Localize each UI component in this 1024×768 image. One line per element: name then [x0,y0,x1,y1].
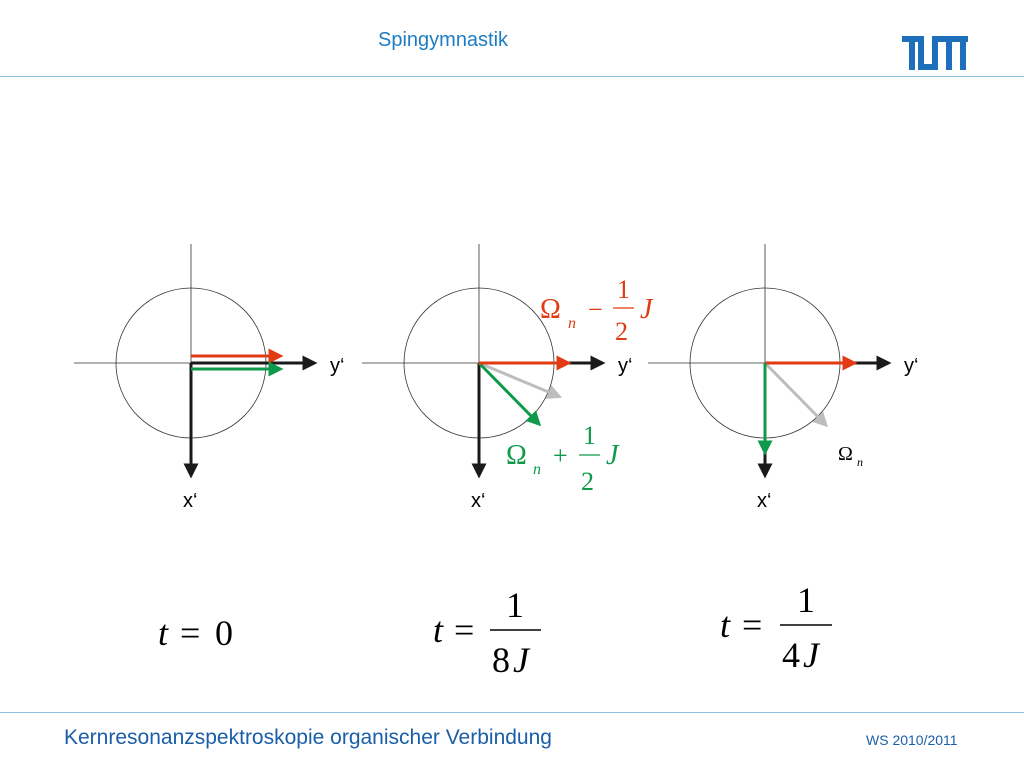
grey-vector [478,361,563,399]
fraction-denominator: 2 [581,467,594,496]
tum-logo-icon [902,36,968,70]
omega-symbol: Ω [838,443,853,465]
time-value: 0 [215,613,233,653]
y-axis-label: y‘ [904,355,918,377]
denominator-coefficient: 4 [782,635,800,675]
time-variable: t [433,610,444,650]
red-frequency-label: Ω n − 1 2 J [540,275,654,346]
grey-frequency-label: Ω n [838,443,863,469]
y-axis-label: y‘ [618,355,632,377]
green-frequency-label: Ω n + 1 2 J [506,421,620,496]
omega-subscript: n [568,315,576,332]
omega-subscript: n [533,461,541,478]
denominator-variable: J [803,635,821,675]
time-variable: t [720,605,731,645]
header-divider [0,76,1024,77]
operator: + [553,441,568,470]
omega-symbol: Ω [506,440,527,471]
omega-subscript: n [857,455,863,469]
x-axis-label: x‘ [757,490,771,512]
fraction-denominator: 2 [615,317,628,346]
denominator-coefficient: 8 [492,640,510,680]
time-variable: t [158,613,169,653]
grey-vector [763,361,829,428]
fraction-numerator: 1 [506,585,524,625]
footer-divider [0,712,1024,713]
equals-sign: = [742,605,762,645]
time-formula-2: t = 1 8 J [433,585,541,680]
equals-sign: = [180,613,200,653]
operator: − [588,295,603,324]
slide-title: Spingymnastik [378,29,509,51]
denominator-variable: J [513,640,531,680]
diagram-t-1-4J: y‘ x‘ Ω n [648,244,918,512]
y-axis-label: y‘ [330,355,344,377]
diagram-t-1-8J: y‘ x‘ Ω n − 1 2 J Ω n + 1 2 J [362,244,654,512]
fraction-numerator: 1 [583,421,596,450]
x-axis-label: x‘ [183,490,197,512]
omega-symbol: Ω [540,294,561,325]
time-formula-1: t = 0 [158,613,233,653]
equals-sign: = [454,610,474,650]
fraction-numerator: 1 [617,275,630,304]
footer-semester: WS 2010/2011 [866,732,958,748]
diagram-t0: y‘ x‘ [74,244,344,512]
green-vector [477,361,542,427]
time-formula-3: t = 1 4 J [720,580,832,675]
coupling-J: J [606,440,620,471]
footer-course-title: Kernresonanzspektroskopie organischer Ve… [64,726,552,749]
x-axis-label: x‘ [471,490,485,512]
coupling-J: J [640,294,654,325]
fraction-numerator: 1 [797,580,815,620]
